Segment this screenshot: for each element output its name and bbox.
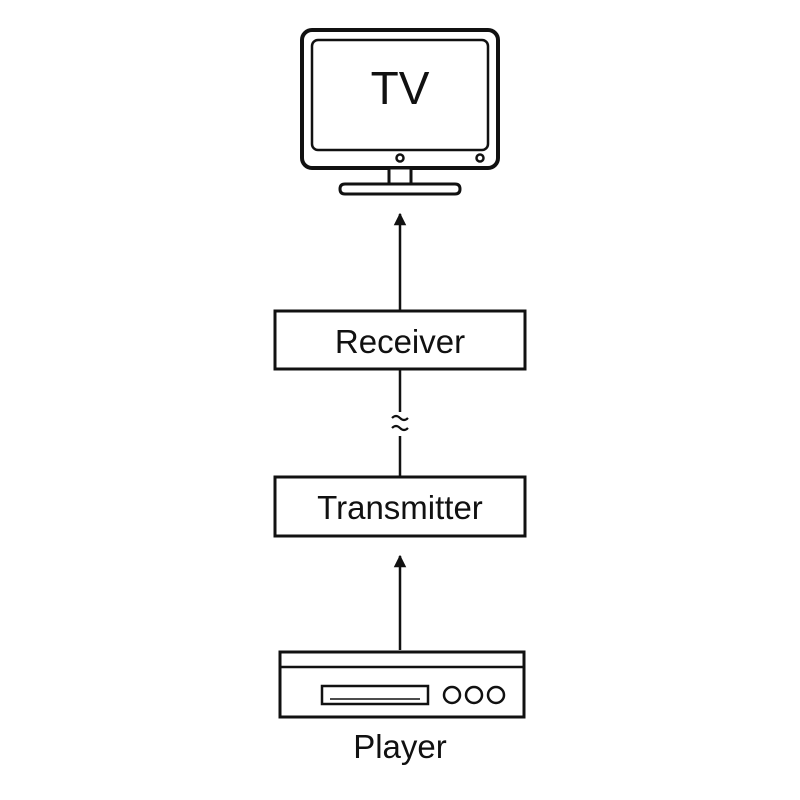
player-label: Player: [353, 728, 447, 765]
button-icon: [442, 685, 462, 705]
player-icon: [278, 650, 526, 719]
button-icon: [464, 685, 484, 705]
receiver-label: Receiver: [335, 323, 465, 360]
transmitter-box: [273, 475, 527, 538]
break-mark-icon: [391, 414, 409, 422]
transmitter-label: Transmitter: [317, 489, 483, 526]
wireless-link: [391, 370, 409, 476]
receiver-box: [273, 309, 527, 371]
tv-icon: [300, 28, 500, 196]
disc-tray-icon: [320, 684, 430, 706]
tv-label: TV: [371, 62, 430, 114]
break-mark-icon: [391, 424, 409, 432]
button-icon: [486, 685, 506, 705]
